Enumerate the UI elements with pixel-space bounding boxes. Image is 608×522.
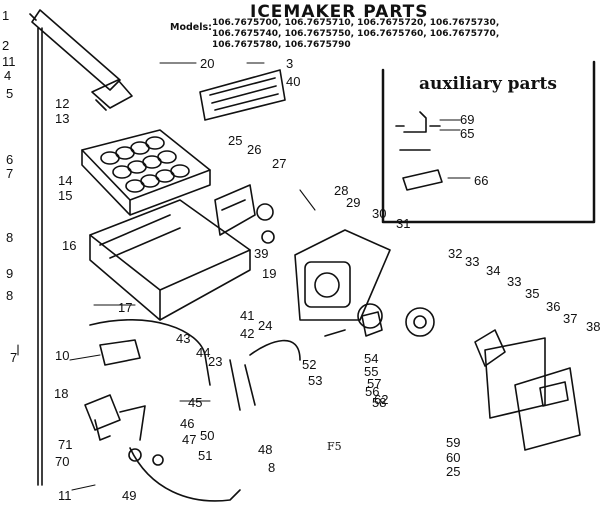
callout-label: 31 xyxy=(396,216,410,231)
callout-label: 15 xyxy=(58,188,72,203)
callout-label: 8 xyxy=(268,460,275,475)
callout-label: 23 xyxy=(208,354,222,369)
callout-label: 39 xyxy=(254,246,268,261)
callout-label: 20 xyxy=(200,56,214,71)
callout-label: 69 xyxy=(460,112,474,127)
page-title: ICEMAKER PARTS xyxy=(250,2,429,22)
callout-label: 58 xyxy=(372,395,386,410)
mounting-plate xyxy=(214,184,256,236)
callout-label: 48 xyxy=(258,442,272,457)
callout-label: 44 xyxy=(196,345,210,360)
callout-label: 60 xyxy=(446,450,460,465)
callout-label: 71 xyxy=(58,437,72,452)
callout-label: 8 xyxy=(6,230,13,245)
callout-label: 55 xyxy=(364,364,378,379)
callout-label: 10 xyxy=(55,348,69,363)
auxiliary-box-border xyxy=(381,60,596,224)
callout-label: 7 xyxy=(6,166,13,181)
callout-label: 6 xyxy=(6,152,13,167)
callout-label: 4 xyxy=(4,68,11,83)
callout-label: 62 xyxy=(374,392,388,407)
callout-label: 46 xyxy=(180,416,194,431)
callout-label: 25 xyxy=(446,464,460,479)
callout-label: 52 xyxy=(302,357,316,372)
cover-62 xyxy=(514,367,581,451)
callout-label: 36 xyxy=(546,299,560,314)
callout-label: 35 xyxy=(525,286,539,301)
drive-gear xyxy=(405,307,435,337)
callout-label: 70 xyxy=(55,454,69,469)
callout-label: 7 xyxy=(10,350,17,365)
cap-part xyxy=(91,79,133,111)
callout-label: 33 xyxy=(465,254,479,269)
callout-label: 24 xyxy=(258,318,272,333)
callout-label: 40 xyxy=(286,74,300,89)
tube-72 xyxy=(402,169,443,191)
callout-label: 45 xyxy=(188,395,202,410)
callout-label: 65 xyxy=(460,126,474,141)
callout-label: 37 xyxy=(563,311,577,326)
callout-label: 14 xyxy=(58,173,72,188)
callout-label: 33 xyxy=(507,274,521,289)
callout-label: 42 xyxy=(240,326,254,341)
callout-label: 51 xyxy=(198,448,212,463)
wire-harness xyxy=(89,319,301,411)
callout-label: 2 xyxy=(2,38,9,53)
callout-label: 59 xyxy=(446,435,460,450)
callout-label: 66 xyxy=(474,173,488,188)
callout-label: 9 xyxy=(6,266,13,281)
callout-label: 3 xyxy=(286,56,293,71)
callout-label: 8 xyxy=(6,288,13,303)
callout-label: 26 xyxy=(247,142,261,157)
part-54 xyxy=(361,311,383,337)
callout-label: 27 xyxy=(272,156,286,171)
models-label: Models: xyxy=(170,22,212,33)
water-valve xyxy=(84,394,121,441)
callout-label: 13 xyxy=(55,111,69,126)
models-list: 106.7675700, 106.7675710, 106.7675720, 1… xyxy=(212,18,500,50)
fill-tube xyxy=(129,447,241,502)
mold-housing xyxy=(89,199,251,321)
callout-label: 57 xyxy=(367,376,381,391)
water-valve-65 xyxy=(395,111,441,133)
callout-label: 11 xyxy=(2,54,16,69)
callout-label: 5 xyxy=(6,86,13,101)
callout-label: 1 xyxy=(2,8,9,23)
ejector-arm-wire xyxy=(31,9,121,486)
callout-label: 18 xyxy=(54,386,68,401)
callout-label: 32 xyxy=(448,246,462,261)
callout-label: 56 xyxy=(365,384,379,399)
callout-label: 43 xyxy=(176,331,190,346)
callout-label: 29 xyxy=(346,195,360,210)
callout-label: 47 xyxy=(182,432,196,447)
callout-label: 28 xyxy=(334,183,348,198)
callout-label: 38 xyxy=(586,319,600,334)
control-housing xyxy=(294,229,391,321)
callout-label: 19 xyxy=(262,266,276,281)
callout-label: 16 xyxy=(62,238,76,253)
callout-labels: 1211456789873402012131415161725262728293… xyxy=(2,8,600,503)
callout-label: 17 xyxy=(118,300,132,315)
callout-label: 50 xyxy=(200,428,214,443)
callout-label: 30 xyxy=(372,206,386,221)
figure-label: F5 xyxy=(327,440,342,453)
callout-label: 11 xyxy=(58,488,72,503)
callout-label: 49 xyxy=(122,488,136,503)
auxiliary-parts-title: auxiliary parts xyxy=(419,74,557,94)
callout-label: 53 xyxy=(308,373,322,388)
callout-label: 34 xyxy=(486,263,500,278)
callout-label: 12 xyxy=(55,96,69,111)
callout-label: 41 xyxy=(240,308,254,323)
heater-strip xyxy=(199,69,286,121)
callout-label: 25 xyxy=(228,133,242,148)
ice-mold-tray xyxy=(81,129,211,216)
motor xyxy=(474,329,506,367)
callout-label: 54 xyxy=(364,351,378,366)
gear-27 xyxy=(256,203,274,221)
probe-52 xyxy=(324,329,346,337)
switch-10 xyxy=(99,339,141,366)
